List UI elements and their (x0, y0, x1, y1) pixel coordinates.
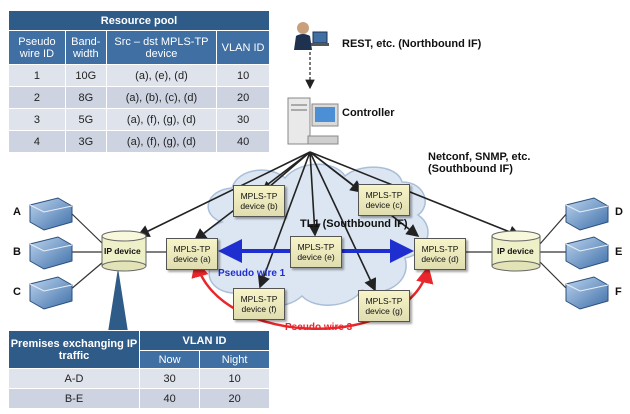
site-label-c: C (13, 286, 21, 298)
user-icon (294, 22, 329, 50)
site-label-b: B (13, 246, 21, 258)
pseudo-wire-3-label: Pseudo wire 3 (285, 322, 353, 333)
building-icon (29, 236, 73, 270)
table-row: 4 3G (a), (f), (g), (d) 40 (8, 130, 270, 153)
table-row: A-D 30 10 (8, 368, 270, 389)
southbound-label: Netconf, SNMP, etc. (Southbound IF) (428, 151, 531, 175)
column-header: Band-width (64, 30, 107, 65)
site-label-e: E (615, 246, 623, 258)
controller-server-icon (287, 97, 339, 145)
column-header: Night (199, 350, 270, 369)
building-icon (565, 236, 609, 270)
column-header: Pseudo wire ID (8, 30, 66, 65)
site-label-a: A (13, 206, 21, 218)
resource-pool-table: Resource pool Pseudo wire ID Band-width … (8, 10, 270, 153)
resource-pool-title: Resource pool (8, 10, 270, 31)
physical-links (69, 211, 569, 291)
building-icon (565, 276, 609, 310)
northbound-label: REST, etc. (Northbound IF) (342, 38, 482, 50)
database-icon (101, 230, 147, 272)
controller-label: Controller (342, 107, 395, 119)
ip-device-right-label: IP device (497, 246, 534, 256)
ip-device-left-label: IP device (104, 246, 141, 256)
vlan-id-header: VLAN ID (139, 330, 270, 351)
table-row: 3 5G (a), (f), (g), (d) 30 (8, 108, 270, 131)
pseudo-wire-1-label: Pseudo wire 1 (218, 268, 286, 279)
callout-pointer (108, 268, 128, 332)
column-header: Now (138, 350, 201, 369)
premises-header: Premises exchanging IP traffic (8, 330, 140, 369)
column-header: Src – dst MPLS-TP device (105, 30, 218, 65)
column-header: VLAN ID (216, 30, 270, 65)
database-icon (491, 230, 541, 272)
table-row: 1 10G (a), (e), (d) 10 (8, 64, 270, 87)
building-icon (29, 276, 73, 310)
building-icon (565, 197, 609, 231)
pseudo-wire-3-line (191, 259, 434, 330)
table-row: 2 8G (a), (b), (c), (d) 20 (8, 86, 270, 109)
site-label-f: F (615, 286, 622, 298)
building-icon (29, 197, 73, 231)
site-label-d: D (615, 206, 623, 218)
premises-vlan-table: Premises exchanging IP traffic VLAN ID N… (8, 330, 270, 409)
tl1-label: TL1 (Southbound IF) (300, 218, 408, 230)
table-row: B-E 40 20 (8, 388, 270, 409)
